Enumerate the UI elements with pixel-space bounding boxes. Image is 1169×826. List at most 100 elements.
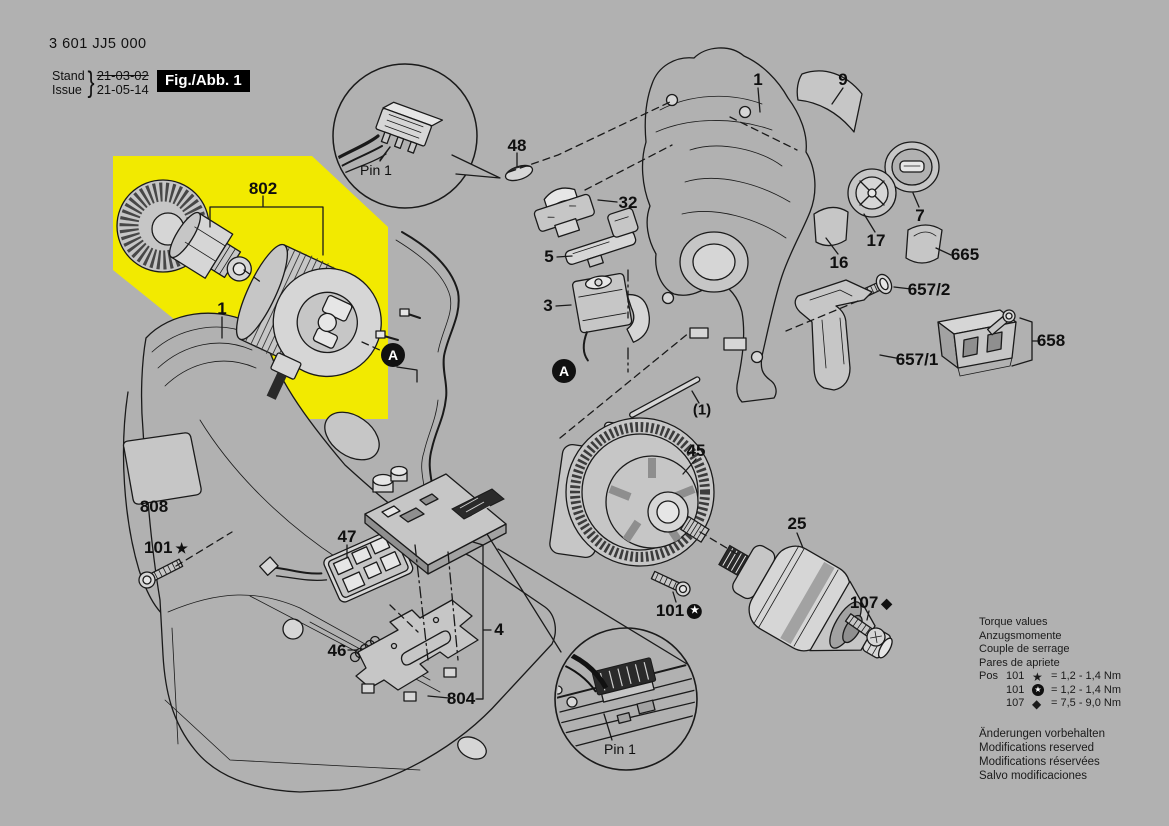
modification-notes: Änderungen vorbehalten Modifications res… <box>979 727 1105 783</box>
chuck-25-drawing[interactable] <box>701 515 912 690</box>
housing-right-drawing[interactable] <box>641 47 816 403</box>
torque-pos-number: 101 <box>1006 670 1025 682</box>
callout-45[interactable]: 45 <box>686 441 706 460</box>
torque-note: Torque values Anzugsmomente Couple de se… <box>979 616 1121 711</box>
document-part-number: 3 601 JJ5 000 <box>49 36 147 52</box>
rubber-pad-48-drawing[interactable] <box>504 162 535 183</box>
pcb-4-drawing[interactable] <box>364 465 507 575</box>
stand-date: 21-03-02 <box>96 68 149 83</box>
torque-row: 101 ★ = 1,2 - 1,4 Nm <box>979 684 1121 698</box>
dial-17-drawing[interactable] <box>847 168 897 218</box>
callout-47[interactable]: 47 <box>337 527 357 546</box>
note-en: Modifications reserved <box>979 742 1095 754</box>
torque-pos-label: Pos <box>979 670 998 682</box>
circled-star-icon: ★ <box>1032 684 1044 697</box>
callout-17[interactable]: 17 <box>866 231 886 250</box>
button-16-drawing[interactable] <box>813 206 849 247</box>
detail-marker-letter: A <box>388 347 398 363</box>
diamond-icon: ◆ <box>881 594 893 611</box>
torque-title-fr: Couple de serrage <box>979 643 1070 655</box>
connector-detail-top <box>332 63 501 209</box>
callout-32[interactable]: 32 <box>618 193 638 212</box>
callout-46[interactable]: 46 <box>327 641 347 660</box>
detail-marker-a-left: A <box>381 343 405 367</box>
assembly-dashdot-lines <box>414 269 629 661</box>
issue-date: 21-05-14 <box>96 82 149 97</box>
assembly-dashed-lines <box>175 100 859 633</box>
callout-107-number: 107 <box>849 593 879 612</box>
issue-block: Stand Issue } 21-03-02 21-05-14 <box>52 66 149 100</box>
torque-title-es: Pares de apriete <box>979 656 1060 669</box>
callout-7[interactable]: 7 <box>915 206 925 225</box>
screw-101-circle-star-drawing[interactable] <box>650 569 692 599</box>
detail-marker-a-right: A <box>552 359 576 383</box>
sticker-9-drawing[interactable] <box>796 70 863 133</box>
magnifier-cone-lines <box>486 533 688 665</box>
torque-title-de: Anzugsmomente <box>979 629 1062 642</box>
star-icon: ★ <box>1032 669 1043 684</box>
plate-804-drawing[interactable] <box>355 599 479 702</box>
cap-665-drawing[interactable] <box>905 224 943 264</box>
rotor-drawing[interactable] <box>116 179 263 297</box>
sticker-808-drawing[interactable] <box>122 432 202 505</box>
belt-clip-detail <box>809 289 853 369</box>
callout-808[interactable]: 808 <box>139 497 169 516</box>
torque-pos-number: 107 <box>1006 697 1025 709</box>
connector-detail-bottom <box>554 627 698 771</box>
torque-value: = 1,2 - 1,4 Nm <box>1051 683 1122 696</box>
diamond-icon: ◆ <box>1032 696 1042 711</box>
callout-5[interactable]: 5 <box>544 247 554 266</box>
torque-value: = 1,2 - 1,4 Nm <box>1051 670 1122 682</box>
note-de: Änderungen vorbehalten <box>979 728 1105 740</box>
torque-title-en: Torque values <box>979 616 1048 628</box>
issue-label: Issue <box>52 83 82 97</box>
callout-107-diamond[interactable]: 107◆ <box>850 593 892 613</box>
stator-drawing[interactable] <box>210 237 399 428</box>
issue-brace: } <box>87 66 95 99</box>
callout-802[interactable]: 802 <box>248 179 278 198</box>
switch-3-drawing[interactable] <box>571 269 655 362</box>
slide-switch-32-drawing[interactable] <box>529 181 598 242</box>
callout-658[interactable]: 658 <box>1036 331 1066 350</box>
callout-101-circle-star-number: 101 <box>655 601 685 620</box>
callout-16[interactable]: 16 <box>829 253 849 272</box>
bit-holder-658-drawing[interactable] <box>937 308 1017 377</box>
note-es: Salvo modificaciones <box>979 770 1088 782</box>
callout-4[interactable]: 4 <box>494 620 504 639</box>
callout-9[interactable]: 9 <box>838 70 848 89</box>
callout-657-2[interactable]: 657/2 <box>907 280 951 299</box>
gearbox-45-drawing[interactable] <box>549 417 715 567</box>
screw-101-star-drawing[interactable] <box>136 556 184 591</box>
callout-665[interactable]: 665 <box>950 245 980 264</box>
torque-value: = 7,5 - 9,0 Nm <box>1051 697 1122 709</box>
reversing-lever-5-drawing[interactable] <box>557 207 645 273</box>
star-icon: ★ <box>175 539 188 556</box>
torque-row: 107 ◆ = 7,5 - 9,0 Nm <box>979 697 1121 711</box>
callout-1-left[interactable]: 1 <box>217 299 227 318</box>
callout-48[interactable]: 48 <box>507 136 527 155</box>
figure-label: Fig./Abb. 1 <box>157 70 250 92</box>
callout-804[interactable]: 804 <box>446 689 476 708</box>
callout-101-circle-star[interactable]: 101★ <box>655 601 703 621</box>
callout-101-star-number: 101 <box>144 538 173 557</box>
leader-lines <box>209 87 1041 700</box>
circled-star-icon: ★ <box>687 603 703 619</box>
callout-25[interactable]: 25 <box>787 514 807 533</box>
torque-pos-number: 101 <box>1006 683 1025 696</box>
callout-1-right[interactable]: 1 <box>753 70 763 89</box>
ring-7-drawing[interactable] <box>884 141 940 193</box>
stand-label: Stand <box>52 69 85 83</box>
callout-657-1[interactable]: 657/1 <box>895 350 939 369</box>
keypad-47-drawing[interactable] <box>258 506 415 628</box>
callout-101-star[interactable]: 101★ <box>144 538 188 558</box>
belt-clip-657-1-drawing[interactable] <box>794 279 873 391</box>
callout-3[interactable]: 3 <box>543 296 553 315</box>
pin-1-drawing[interactable] <box>629 376 701 418</box>
motor-wires-drawing <box>375 231 460 487</box>
screw-107-diamond-drawing[interactable] <box>843 610 889 649</box>
note-fr: Modifications réservées <box>979 756 1100 768</box>
detail-marker-letter: A <box>559 363 569 379</box>
callout-1-pin[interactable]: (1) <box>692 401 712 419</box>
label-pin1-top: Pin 1 <box>360 162 392 178</box>
